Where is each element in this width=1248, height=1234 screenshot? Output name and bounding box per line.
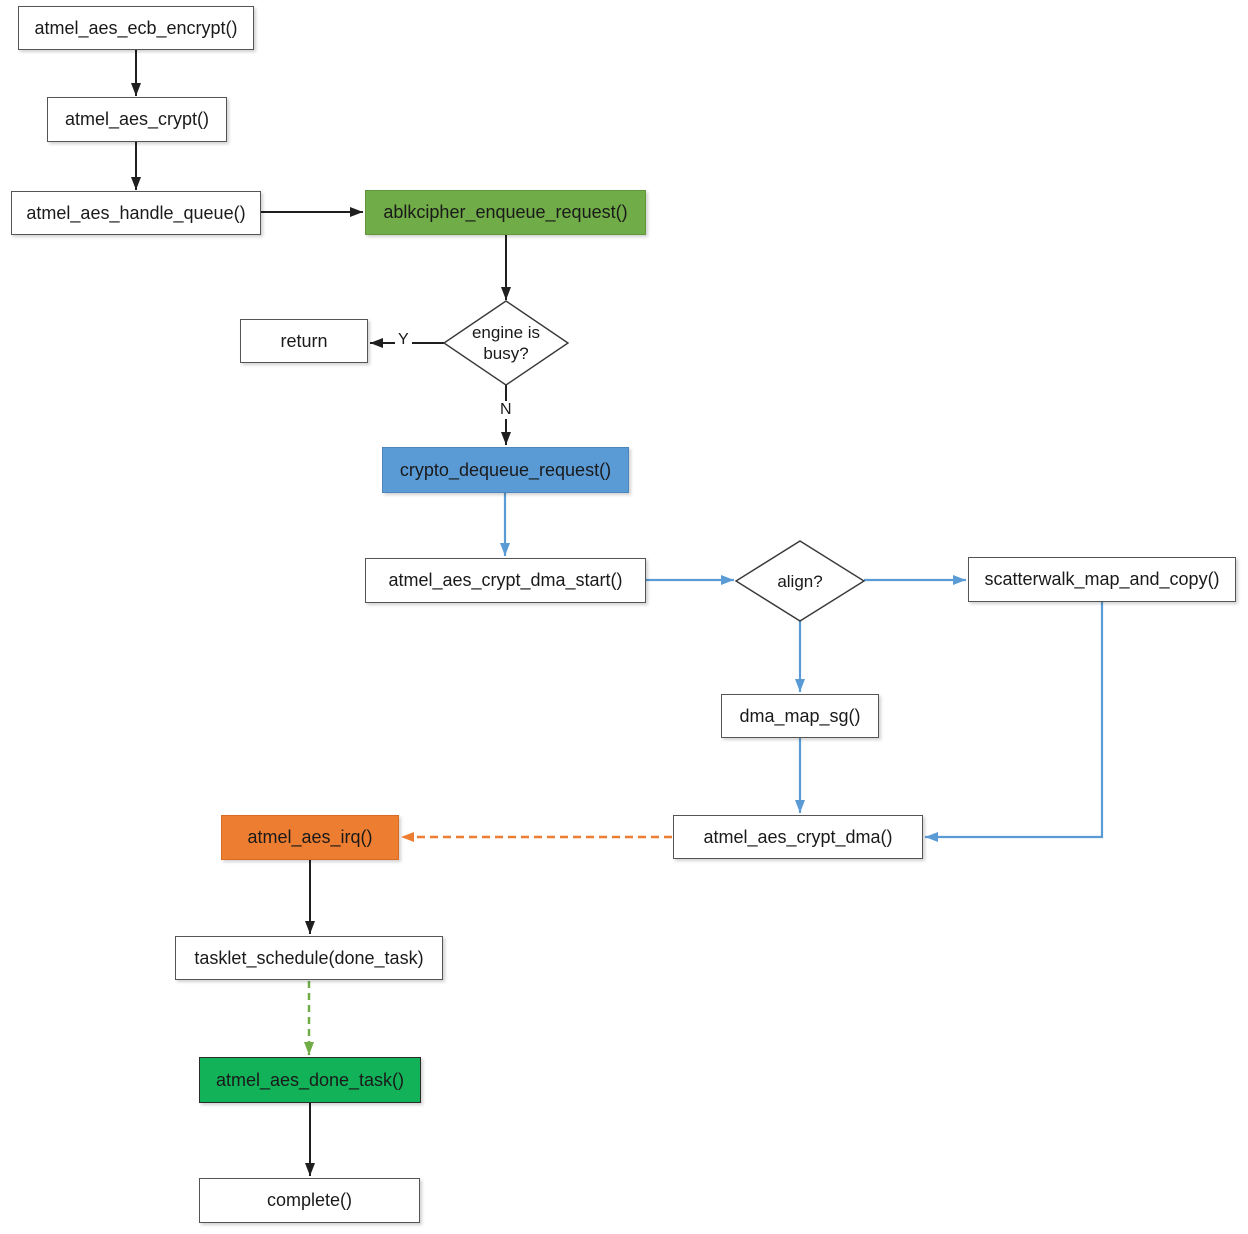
node-label: atmel_aes_crypt() xyxy=(64,109,210,129)
node-atmel-aes-irq: atmel_aes_irq() xyxy=(221,815,399,860)
node-label: complete() xyxy=(266,1190,353,1210)
edge-scatterwalk-to-crypt-dma xyxy=(925,602,1104,842)
node-label: dma_map_sg() xyxy=(739,705,861,726)
node-label: atmel_aes_crypt_dma() xyxy=(703,826,893,847)
node-atmel-aes-handle-queue: atmel_aes_handle_queue() xyxy=(11,191,261,235)
decision-label-line: busy? xyxy=(483,344,529,363)
node-complete: complete() xyxy=(199,1178,420,1223)
node-atmel-aes-crypt-dma-start: atmel_aes_crypt_dma_start() xyxy=(365,558,646,603)
node-label: scatterwalk_map_and_copy() xyxy=(984,569,1220,589)
node-label: return xyxy=(280,330,328,351)
branch-label-no: N xyxy=(497,401,515,419)
node-dma-map-sg: dma_map_sg() xyxy=(721,694,879,738)
node-return: return xyxy=(240,319,368,363)
node-label: atmel_aes_done_task() xyxy=(215,1069,405,1090)
decision-align-shape xyxy=(734,540,866,622)
decision-label-line: engine is xyxy=(471,323,541,342)
node-label: atmel_aes_handle_queue() xyxy=(26,202,246,223)
node-scatterwalk-map-and-copy: scatterwalk_map_and_copy() xyxy=(968,557,1236,602)
node-label: crypto_dequeue_request() xyxy=(399,459,612,480)
decision-engine-busy-label: engine is busy? xyxy=(444,301,568,385)
node-atmel-aes-crypt-dma: atmel_aes_crypt_dma() xyxy=(673,815,923,859)
node-atmel-aes-done-task: atmel_aes_done_task() xyxy=(199,1057,421,1103)
node-ablkcipher-enqueue-request: ablkcipher_enqueue_request() xyxy=(365,190,646,235)
node-atmel-aes-crypt: atmel_aes_crypt() xyxy=(47,97,227,142)
decision-align-label: align? xyxy=(736,541,864,621)
node-label: atmel_aes_irq() xyxy=(247,827,373,847)
node-label: ablkcipher_enqueue_request() xyxy=(383,202,628,222)
decision-label-line: align? xyxy=(777,571,823,591)
node-atmel-aes-ecb-encrypt: atmel_aes_ecb_encrypt() xyxy=(18,6,254,50)
branch-label-yes: Y xyxy=(395,331,412,349)
node-tasklet-schedule: tasklet_schedule(done_task) xyxy=(175,936,443,980)
node-crypto-dequeue-request: crypto_dequeue_request() xyxy=(382,447,629,493)
node-label: atmel_aes_crypt_dma_start() xyxy=(388,570,623,590)
node-label: atmel_aes_ecb_encrypt() xyxy=(34,17,238,38)
node-label: tasklet_schedule(done_task) xyxy=(194,947,424,968)
decision-engine-busy-shape xyxy=(442,300,570,386)
